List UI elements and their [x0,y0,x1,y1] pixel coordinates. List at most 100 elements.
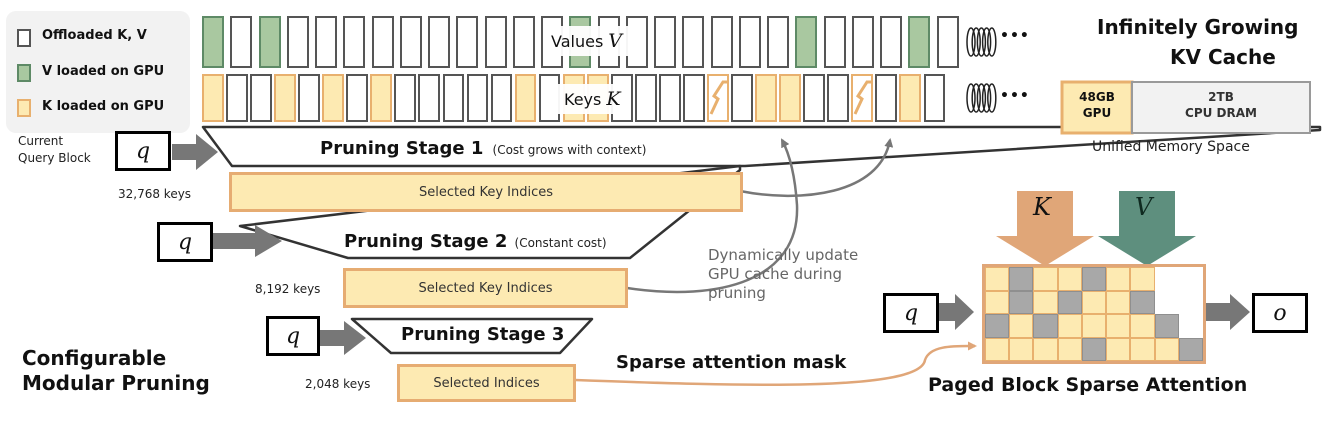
attention-grid [982,264,1206,364]
value-cell [315,16,338,68]
attention-block [985,267,1010,291]
value-cell [936,16,959,68]
kv-cache-title-line2: KV Cache [1170,45,1276,69]
key-cell [514,74,537,122]
dynamic-update-label: Dynamically update GPU cache during prun… [708,246,859,302]
value-cell [880,16,903,68]
attention-block [1033,290,1058,314]
sparse-mask-label: Sparse attention mask [616,352,847,373]
stage3-title: Pruning Stage 3 [401,324,565,345]
attention-block [1154,290,1179,314]
attention-block [1009,314,1034,338]
attention-block [1009,290,1034,314]
legend-k-loaded: K loaded on GPU [42,99,165,114]
attention-block [1106,290,1131,314]
attention-block [1057,290,1082,314]
key-cell [202,74,224,122]
key-cell [755,74,777,122]
value-cell [484,16,507,68]
key-cell [803,74,826,122]
attention-block [1130,337,1155,361]
attention-block [1154,337,1179,361]
attention-block [1178,337,1203,361]
query-box-1: q [115,131,171,171]
stage1-keys: 32,768 keys [118,187,192,201]
value-cell [654,16,677,68]
attention-block [985,337,1010,361]
attention-block [1178,290,1203,314]
value-cell [399,16,422,68]
spring-coil [971,83,981,113]
value-cell [767,16,790,68]
stage2-title: Pruning Stage 2 (Constant cost) [344,231,607,252]
spring-coil [966,27,976,57]
key-cell [274,74,296,122]
key-cell [634,74,657,122]
attention-block [1057,267,1082,291]
value-cell [851,16,874,68]
attention-block [1106,267,1131,291]
memory-caption: Unified Memory Space [1092,139,1250,155]
key-cell [731,74,753,122]
attention-title: Paged Block Sparse Attention [928,374,1248,396]
values-ellipsis: ••• [1000,28,1030,44]
values-label: Values V [543,26,631,56]
query-box-attn: q [883,293,939,333]
v-arrow [1098,191,1196,266]
value-cell [710,16,733,68]
keys-label: Keys K [556,84,629,114]
key-cell [394,74,417,122]
key-cell [923,74,946,122]
key-cell [827,74,850,122]
key-cell [658,74,681,122]
kv-cache-title-line1: Infinitely Growing [1097,15,1299,39]
value-cell [428,16,451,68]
attention-block [1154,314,1179,338]
query-box-2: q [157,222,213,262]
k-arrow [996,191,1094,266]
attention-block [1033,314,1058,338]
legend-v-loaded: V loaded on GPU [42,64,165,79]
key-cell [346,74,369,122]
spring-coil [976,83,987,113]
value-cell [202,16,225,68]
value-cell [823,16,846,68]
attention-block [1081,267,1107,291]
k-loaded-swatch [17,99,31,117]
key-cell [226,74,248,122]
value-cell [258,16,281,68]
value-cell [795,16,818,68]
attention-block [1081,290,1107,314]
attention-block [1106,314,1131,338]
output-box: o [1252,293,1308,333]
attention-block [1033,337,1058,361]
stage3-funnel [350,317,594,355]
attention-block [1081,314,1107,338]
value-cell [456,16,479,68]
value-cell [286,16,309,68]
key-cell [466,74,489,122]
offloaded-swatch [17,29,31,47]
key-cell [298,74,320,122]
attention-block [1106,337,1131,361]
attention-block [985,290,1010,314]
attention-block [1057,337,1082,361]
key-cell [442,74,465,122]
value-cell [738,16,761,68]
attention-block [1178,267,1203,291]
key-cell [851,74,874,122]
attention-block [1033,267,1058,291]
value-cell [682,16,705,68]
attention-block [1057,314,1082,338]
value-cell [908,16,931,68]
key-cell [707,74,729,122]
attention-block [1130,290,1155,314]
v-loaded-swatch [17,64,31,82]
legend [6,11,190,133]
key-cell [779,74,801,122]
key-cell [899,74,922,122]
spring-coil [987,83,997,113]
stage2-selected: Selected Key Indices [343,268,628,308]
